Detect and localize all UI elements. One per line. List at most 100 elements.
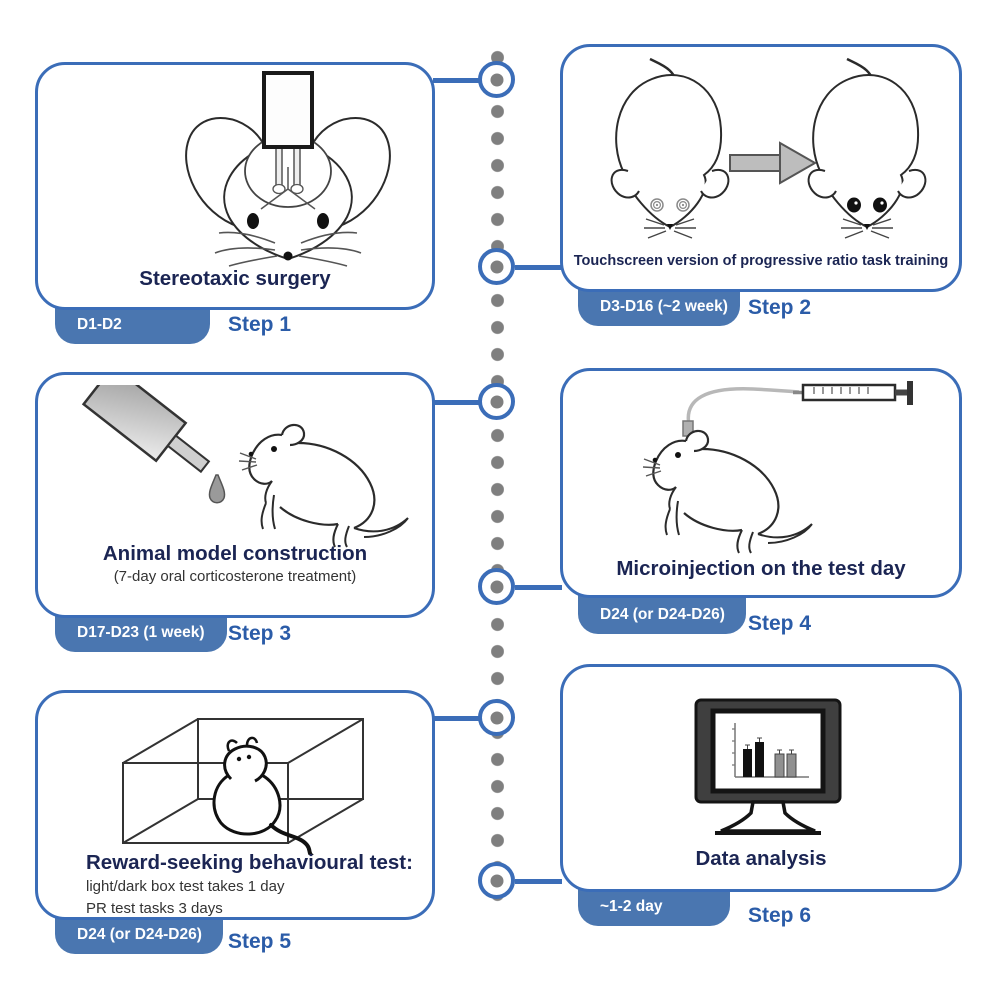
electrode-foot-right [290, 183, 304, 195]
mouse-sideview [642, 429, 813, 554]
step-2-panel: Touchscreen version of progressive ratio… [560, 44, 962, 292]
mouse-ear-left [807, 168, 837, 199]
mouse-tail [353, 517, 409, 538]
bar-black-2 [755, 742, 764, 777]
step-3-subtitle: (7-day oral corticosterone treatment) [113, 568, 357, 585]
bar-gray-2 [786, 753, 797, 778]
timeline-node-step6 [478, 862, 515, 899]
step-5-panel: Reward-seeking behavioural test: light/d… [35, 690, 435, 920]
mouse-ears [226, 736, 259, 752]
two-mice-topview-arrow-icon [610, 57, 927, 239]
test-box-wireframe [122, 718, 364, 844]
mouse-eye-swirl-right [681, 203, 685, 207]
mouse-nose [283, 251, 293, 261]
mouse-back [701, 447, 780, 536]
mouse-jaw [652, 460, 677, 491]
mouse-eye-right [246, 754, 252, 760]
timeline-node-step4 [478, 568, 515, 605]
mouse-hind-legs [736, 529, 754, 554]
step-1-label: Step 1 [228, 313, 292, 336]
step-3-label: Step 3 [228, 622, 292, 645]
mouse-ear [684, 429, 710, 453]
monitor-bar-chart-icon [694, 698, 842, 835]
timeline-dotted-line [491, 44, 504, 910]
mouse-cannula-syringe-icon [642, 381, 913, 554]
mouse-in-box [212, 736, 314, 855]
step-1-panel: Stereotaxic surgery [35, 62, 435, 310]
connector-line-step5 [433, 716, 481, 721]
mouse-tail [757, 523, 813, 544]
step-3-panel: Animal model construction (7-day oral co… [35, 372, 435, 618]
mouse-right-eye [317, 213, 329, 229]
mouse-head-with-implant-icon [185, 71, 391, 267]
mouse-nose [248, 451, 254, 457]
step-4-title: Microinjection on the test day [616, 557, 906, 580]
liquid-drop [208, 474, 226, 504]
mouse-back [297, 441, 376, 530]
injection-tube [686, 387, 800, 426]
mouse-body [615, 74, 723, 229]
step-1-title: Stereotaxic surgery [139, 267, 331, 290]
mouse-topview-right [807, 57, 927, 239]
mouse-tail [269, 823, 314, 855]
error-bars [745, 737, 794, 754]
step-3-duration-badge: D17-D23 (1 week) [55, 600, 227, 652]
monitor-screen [710, 708, 826, 794]
mouse-left-eye [247, 213, 259, 229]
step-3-title-block: Animal model construction (7-day oral co… [38, 542, 432, 585]
connector-line-step4 [515, 585, 562, 590]
mouse-nose [652, 457, 658, 463]
mouse-topview-left [610, 57, 730, 239]
mouse-ear [280, 423, 306, 447]
step-3-title: Animal model construction [102, 542, 368, 565]
mouse-hind-legs [332, 523, 350, 548]
mouse-eye-left [236, 756, 242, 762]
step-6-label: Step 6 [748, 904, 812, 927]
mouse-nose [864, 224, 870, 230]
mouse-nose [667, 224, 673, 230]
step-4-panel: Microinjection on the test day [560, 368, 962, 598]
mouse-belly [683, 512, 743, 532]
electrode-foot-left [272, 183, 286, 195]
arrow-right-icon [729, 141, 818, 185]
mouse-front-legs [260, 480, 276, 530]
mouse-ear-right [700, 168, 730, 199]
mouse-whiskers [841, 218, 893, 239]
mouse-eye [271, 446, 277, 452]
bar-chart [732, 723, 809, 778]
mouse-jaw [248, 454, 273, 485]
step-5-line-1: light/dark box test takes 1 day [86, 878, 285, 895]
syringe-ticks [813, 387, 869, 394]
timeline-node-step1 [478, 61, 515, 98]
connector-line-step3 [433, 400, 481, 405]
step-5-title-block: Reward-seeking behavioural test: light/d… [86, 851, 413, 920]
mouse-ear-right [897, 168, 927, 199]
step-2-title: Touchscreen version of progressive ratio… [573, 253, 949, 269]
mouse-whiskers [238, 452, 258, 471]
mouse-whiskers [644, 218, 696, 239]
chart-ticks [732, 728, 735, 766]
electrode-left [275, 146, 283, 188]
timeline-node-step3 [478, 383, 515, 420]
mouse-head [223, 744, 268, 783]
bar-gray-1 [774, 753, 785, 778]
mouse-whiskers [214, 231, 362, 267]
implant-headstage [262, 71, 314, 149]
timeline-node-step2 [478, 248, 515, 285]
connector-line-step1 [433, 78, 481, 83]
monitor-stand [720, 800, 816, 833]
step-6-panel: Data analysis [560, 664, 962, 892]
step-4-label: Step 4 [748, 612, 812, 635]
step-5-line-2: PR test tasks 3 days [86, 900, 223, 918]
bar-black-1 [743, 749, 752, 777]
plunger-cap [907, 381, 913, 405]
timeline-node-step5 [478, 699, 515, 736]
mouse-body [812, 74, 920, 229]
mouse-eye-swirl-left [655, 203, 659, 207]
step-6-title: Data analysis [695, 847, 827, 870]
connector-line-step2 [515, 265, 562, 270]
oral-dropper [81, 385, 211, 474]
mouse-belly [279, 506, 339, 526]
lightdark-box-with-mouse-icon [122, 718, 364, 855]
